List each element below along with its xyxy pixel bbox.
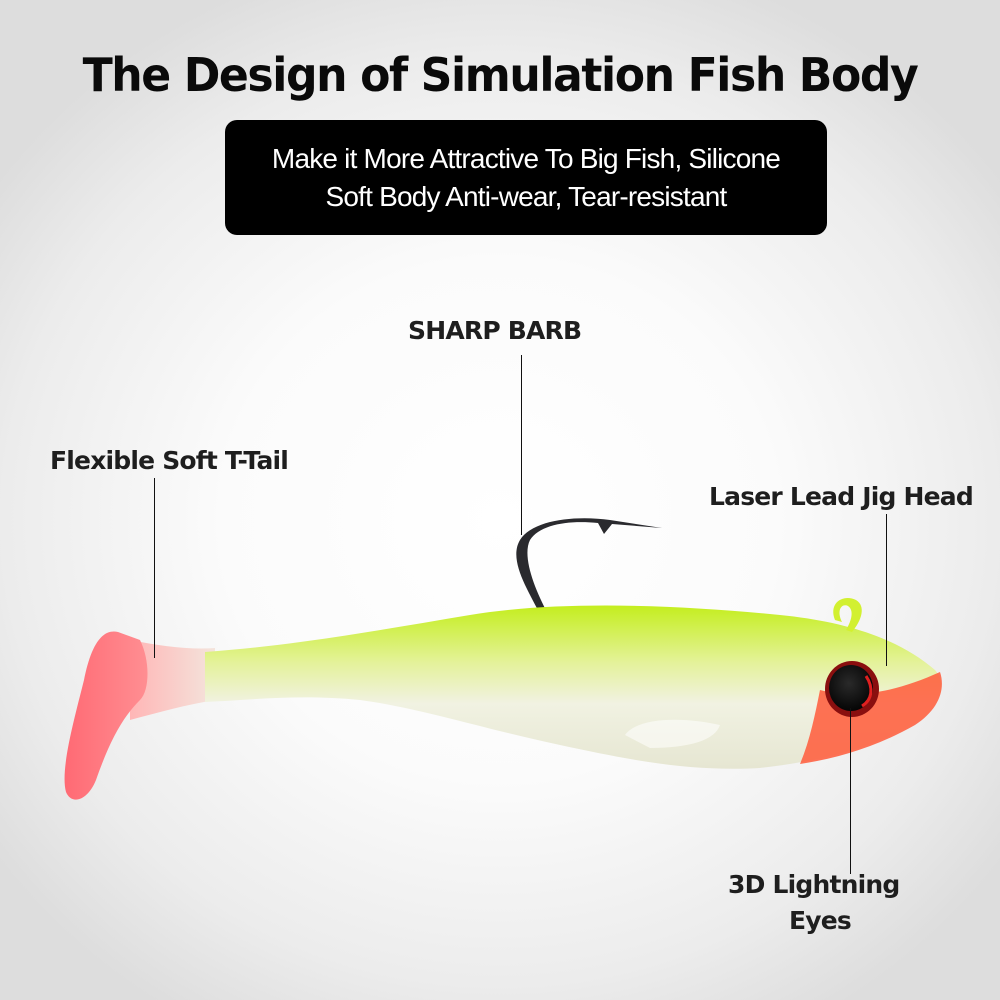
line-tie-icon xyxy=(833,598,862,632)
pectoral-fin xyxy=(625,719,720,748)
subtitle-banner: Make it More Attractive To Big Fish, Sil… xyxy=(225,120,827,235)
callout-jig-head: Laser Lead Jig Head xyxy=(709,482,974,511)
t-tail-icon xyxy=(64,631,148,800)
callout-sharp-barb: SHARP BARB xyxy=(408,316,582,345)
leader-line-jig-head xyxy=(886,514,887,666)
leader-line-barb xyxy=(521,355,522,535)
callout-3d-eyes-line1: 3D Lightning xyxy=(728,870,900,899)
callout-3d-eyes-line2: Eyes xyxy=(789,906,852,935)
subtitle-line-1: Make it More Attractive To Big Fish, Sil… xyxy=(271,142,781,174)
hook-icon xyxy=(516,518,662,616)
fish-body xyxy=(205,605,942,769)
callout-t-tail: Flexible Soft T-Tail xyxy=(50,446,289,475)
subtitle-line-2: Soft Body Anti-wear, Tear-resistant xyxy=(325,180,727,212)
page-title: The Design of Simulation Fish Body xyxy=(82,48,919,102)
leader-line-tail xyxy=(154,478,155,658)
leader-line-eyes xyxy=(850,708,851,874)
